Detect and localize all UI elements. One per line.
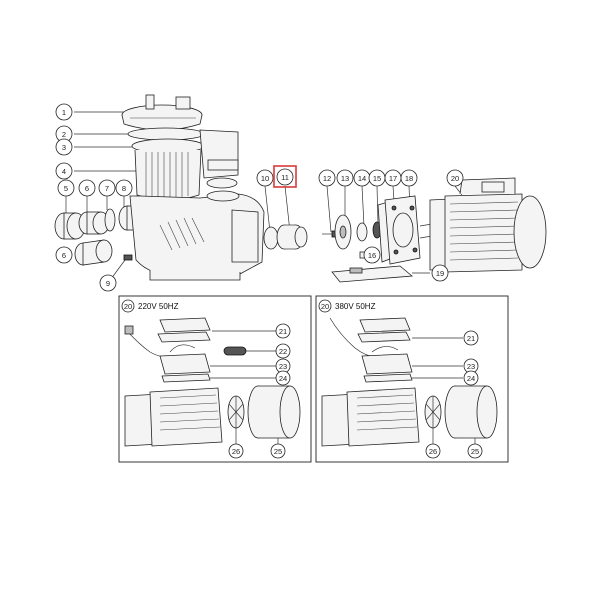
callout-10: 10 xyxy=(256,169,274,187)
panel-380v-callout-25: 25 xyxy=(467,443,483,459)
panel-380v-callout-26: 26 xyxy=(425,443,441,459)
panel-220v: 20 220V 50HZ xyxy=(118,295,312,463)
svg-text:8: 8 xyxy=(122,184,126,193)
panel-380v-callout-23: 23 xyxy=(463,358,479,374)
svg-text:9: 9 xyxy=(106,279,110,288)
panel-380v: 20 380V 50HZ xyxy=(315,295,509,463)
part-18-flange xyxy=(384,195,421,265)
svg-text:21: 21 xyxy=(467,334,475,343)
fan-220v xyxy=(227,395,245,429)
highlight-box xyxy=(273,165,297,188)
callout-4: 4 xyxy=(55,162,73,180)
panel-220v-callout-21: 21 xyxy=(275,323,291,339)
svg-text:15: 15 xyxy=(373,174,381,183)
callout-12: 12 xyxy=(318,169,336,187)
pump-housing xyxy=(129,129,265,281)
svg-text:20: 20 xyxy=(451,174,459,183)
svg-text:24: 24 xyxy=(279,374,287,383)
svg-text:12: 12 xyxy=(323,174,331,183)
svg-text:26: 26 xyxy=(429,447,437,456)
part-1-lid xyxy=(121,94,203,131)
panel-220v-callout-26: 26 xyxy=(228,443,244,459)
svg-text:7: 7 xyxy=(105,184,109,193)
svg-text:24: 24 xyxy=(467,374,475,383)
svg-text:13: 13 xyxy=(341,174,349,183)
part-2-o-ring xyxy=(127,127,205,141)
svg-text:10: 10 xyxy=(261,174,269,183)
callout-9: 9 xyxy=(99,274,117,292)
callout-1: 1 xyxy=(55,103,73,121)
svg-text:6: 6 xyxy=(62,251,66,260)
panel-220v-callout-25: 25 xyxy=(270,443,286,459)
panel-380v-callout-21: 21 xyxy=(463,330,479,346)
part-20-motor xyxy=(429,177,547,273)
callout-13: 13 xyxy=(336,169,354,187)
panel-220v-callout-24: 24 xyxy=(275,370,291,386)
part-11-diffuser xyxy=(276,224,308,250)
callout-5: 5 xyxy=(57,179,75,197)
svg-text:5: 5 xyxy=(64,184,68,193)
callouts: 1 2 3 4 5 6 7 8 6 9 10 11 12 13 14 15 17… xyxy=(55,103,464,292)
svg-text:23: 23 xyxy=(279,362,287,371)
svg-text:14: 14 xyxy=(358,174,366,183)
part-14-mech-seal xyxy=(356,222,368,242)
part-10-seal xyxy=(263,226,279,250)
svg-text:22: 22 xyxy=(279,347,287,356)
fan-cover-220v xyxy=(247,385,301,439)
part-19-base-cover xyxy=(331,265,414,283)
fan-cover-380v xyxy=(444,385,498,439)
svg-text:3: 3 xyxy=(62,143,66,152)
svg-text:19: 19 xyxy=(436,269,444,278)
svg-text:21: 21 xyxy=(279,327,287,336)
callout-19: 19 xyxy=(431,264,449,282)
callout-18: 18 xyxy=(400,169,418,187)
svg-text:23: 23 xyxy=(467,362,475,371)
panel-220v-number: 20 xyxy=(124,302,132,311)
leader-lines xyxy=(65,111,463,284)
part-3-4-basket xyxy=(131,138,205,201)
panel-380v-title: 380V 50HZ xyxy=(335,302,376,311)
panel-380v-number: 20 xyxy=(321,302,329,311)
svg-text:17: 17 xyxy=(389,174,397,183)
svg-text:26: 26 xyxy=(232,447,240,456)
callout-15: 15 xyxy=(368,169,386,187)
callout-20: 20 xyxy=(446,169,464,187)
svg-text:4: 4 xyxy=(62,167,66,176)
svg-text:25: 25 xyxy=(274,447,282,456)
part-7-washer xyxy=(104,208,116,232)
part-6-pipe xyxy=(78,211,110,235)
svg-text:1: 1 xyxy=(62,108,66,117)
callout-7: 7 xyxy=(98,179,116,197)
svg-text:11: 11 xyxy=(281,173,289,182)
callout-8: 8 xyxy=(115,179,133,197)
svg-text:6: 6 xyxy=(85,184,89,193)
panel-220v-title: 220V 50HZ xyxy=(138,302,179,311)
svg-text:25: 25 xyxy=(471,447,479,456)
callout-16: 16 xyxy=(363,246,381,264)
part-13-impeller xyxy=(334,214,352,250)
callout-6: 6 xyxy=(78,179,96,197)
svg-text:18: 18 xyxy=(405,174,413,183)
panel-380v-callout-24: 24 xyxy=(463,370,479,386)
part-9-drain-plug xyxy=(123,254,133,261)
callout-11-highlighted: 11 xyxy=(273,165,297,188)
panel-220v-callout-22: 22 xyxy=(275,343,291,359)
callout-6-lower: 6 xyxy=(55,246,73,264)
fan-380v xyxy=(424,395,442,429)
part-6-lower-pipe xyxy=(74,239,113,266)
callout-14: 14 xyxy=(353,169,371,187)
svg-text:2: 2 xyxy=(62,130,66,139)
svg-text:16: 16 xyxy=(368,251,376,260)
callout-3: 3 xyxy=(55,138,73,156)
part-12-screw xyxy=(322,230,337,238)
callout-17: 17 xyxy=(384,169,402,187)
